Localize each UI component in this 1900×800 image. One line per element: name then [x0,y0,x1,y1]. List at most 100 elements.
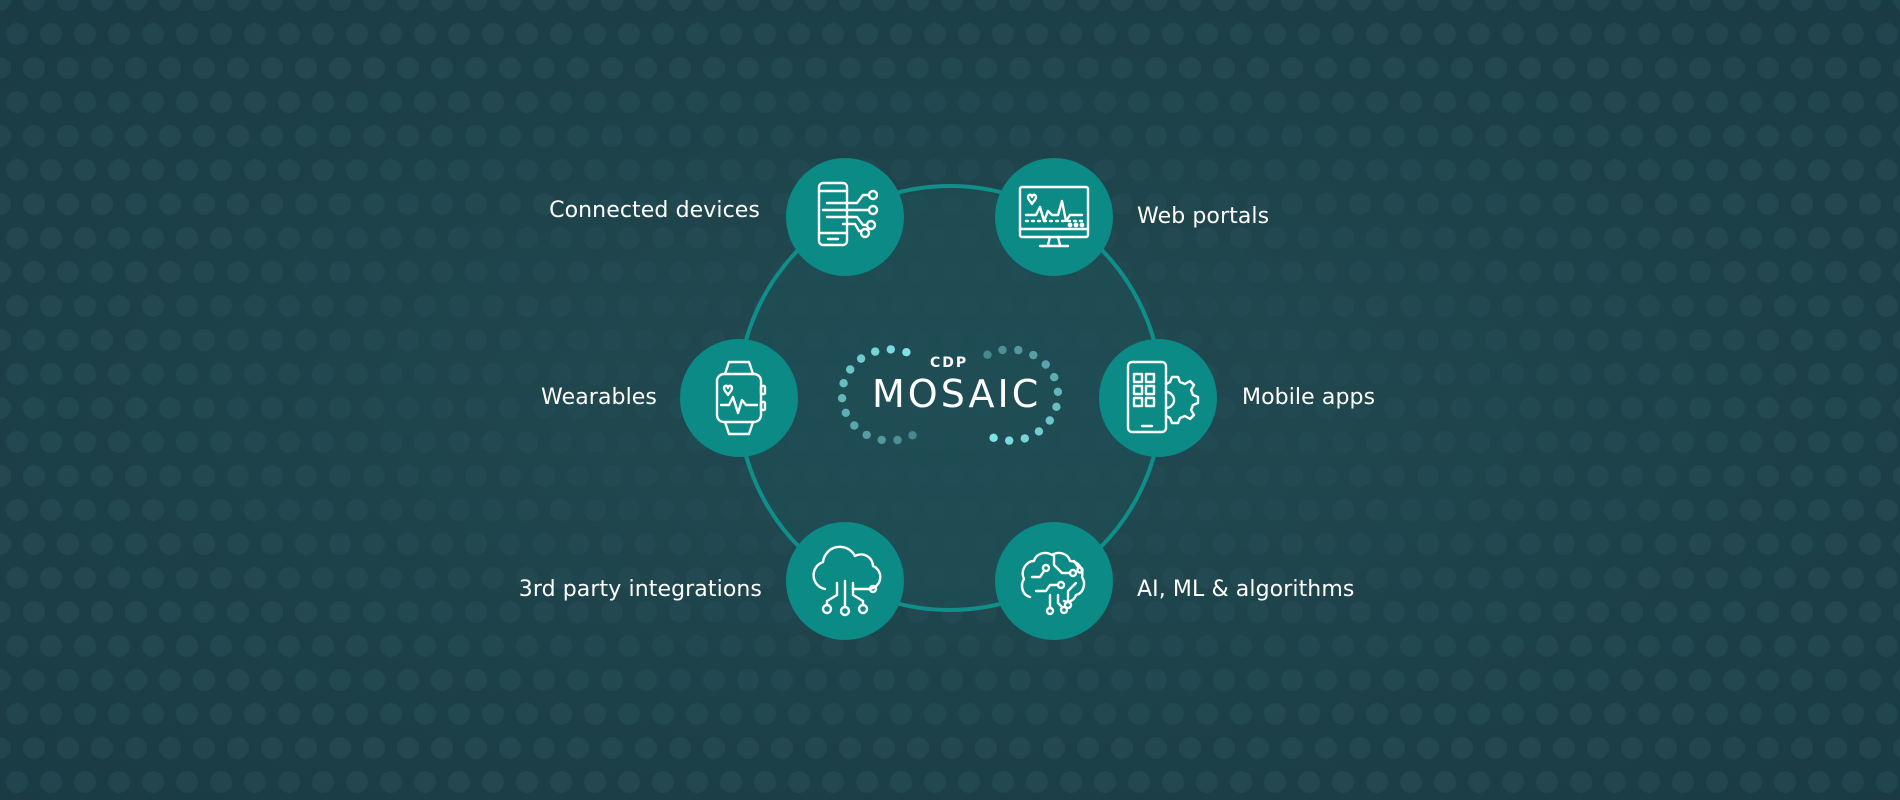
background-dot [57,261,79,283]
background-dot [1893,329,1900,351]
background-dot [516,567,538,589]
background-dot [1213,0,1235,11]
background-dot [278,635,300,657]
background-dot [1893,601,1900,623]
background-dot [1485,465,1507,487]
background-dot [1604,635,1626,657]
background-dot [193,669,215,691]
background-dot [176,635,198,657]
background-dot [1655,465,1677,487]
background-dot [23,397,45,419]
background-dot [1689,193,1711,215]
background-dot [91,0,113,11]
background-dot [1757,465,1779,487]
background-dot [1791,0,1813,11]
background-dot [40,23,62,45]
background-dot [686,499,708,521]
background-dot [244,499,266,521]
background-dot [822,23,844,45]
background-dot [108,499,130,521]
background-dot [1638,363,1660,385]
background-dot [1638,295,1660,317]
background-dot [1808,771,1830,793]
background-dot [1094,91,1116,113]
background-dot [57,601,79,623]
background-dot [499,669,521,691]
background-dot [499,533,521,555]
background-dot [1264,567,1286,589]
background-dot [1417,669,1439,691]
background-dot [244,295,266,317]
background-dot [1094,703,1116,725]
label-web-portals: Web portals [1137,204,1270,229]
background-dot [23,737,45,759]
background-dot [1111,193,1133,215]
background-dot [482,227,504,249]
background-dot [278,23,300,45]
background-dot [1400,567,1422,589]
background-dot [1111,533,1133,555]
background-dot [1043,0,1065,11]
background-dot [1196,499,1218,521]
background-dot [346,703,368,725]
background-dot [1264,91,1286,113]
background-dot [329,669,351,691]
background-dot [1213,57,1235,79]
background-dot [1876,703,1898,725]
logo-swirl-dot [862,430,871,440]
background-dot [244,23,266,45]
background-dot [125,669,147,691]
background-dot [1842,159,1864,181]
background-dot [227,737,249,759]
background-dot [6,23,28,45]
background-dot [346,159,368,181]
background-dot [1468,635,1490,657]
background-dot [465,261,487,283]
background-dot [1791,329,1813,351]
background-dot [227,57,249,79]
background-dot [329,125,351,147]
background-dot [74,91,96,113]
background-dot [1570,227,1592,249]
background-dot [431,329,453,351]
background-dot [1026,91,1048,113]
background-dot [669,533,691,555]
background-dot [261,533,283,555]
background-dot [1213,533,1235,555]
background-dot [1723,397,1745,419]
background-dot [1298,227,1320,249]
background-dot [1842,635,1864,657]
background-dot [1332,703,1354,725]
background-dot [1366,91,1388,113]
background-dot [652,363,674,385]
background-dot [176,703,198,725]
background-dot [1145,125,1167,147]
background-dot [703,57,725,79]
background-dot [1519,125,1541,147]
background-dot [567,601,589,623]
background-dot [1230,23,1252,45]
background-dot [465,465,487,487]
background-dot [448,295,470,317]
background-dot [431,0,453,11]
background-dot [397,737,419,759]
background-dot [1553,193,1575,215]
background-dot [1264,499,1286,521]
background-dot [1689,533,1711,555]
background-dot [958,703,980,725]
background-dot [312,363,334,385]
background-dot [1298,91,1320,113]
background-dot [1842,23,1864,45]
background-dot [1536,227,1558,249]
background-dot [1876,295,1898,317]
background-dot [1638,703,1660,725]
background-dot [448,703,470,725]
background-dot [295,125,317,147]
background-dot [1281,125,1303,147]
background-dot [244,771,266,793]
background-dot [1315,0,1337,11]
background-dot [1519,465,1541,487]
background-dot [6,295,28,317]
background-dot [1519,193,1541,215]
background-dot [108,23,130,45]
